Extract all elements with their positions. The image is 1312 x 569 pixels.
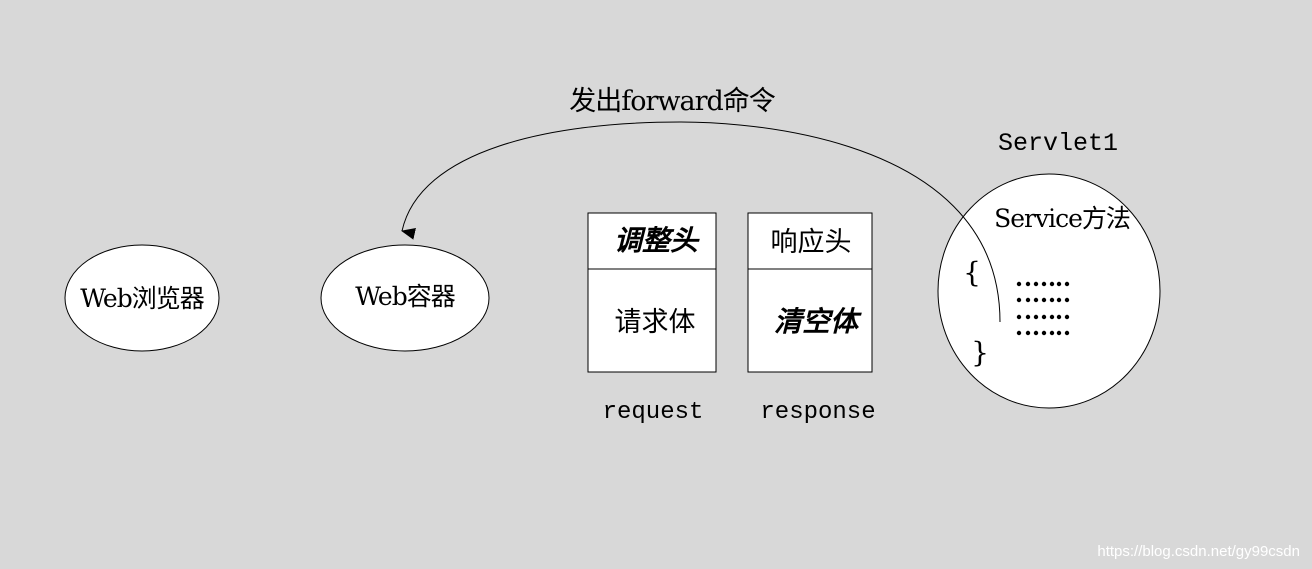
code-dot (1025, 314, 1031, 320)
code-dot (1056, 330, 1062, 336)
response-box: 响应头 清空体 (747, 212, 873, 373)
code-dot (1049, 281, 1055, 287)
close-brace: } (971, 336, 989, 369)
servlet-title: Servlet1 (998, 129, 1118, 158)
browser-node: Web浏览器 (64, 244, 220, 352)
container-label: Web容器 (355, 282, 455, 311)
code-dot (1056, 314, 1062, 320)
code-dot (1016, 314, 1022, 320)
code-dot (1049, 297, 1055, 303)
code-dot (1041, 314, 1047, 320)
response-caption: response (760, 399, 875, 426)
code-dot (1049, 330, 1055, 336)
code-dot (1025, 297, 1031, 303)
code-dot (1033, 314, 1039, 320)
code-dot (1041, 330, 1047, 336)
code-dot (1056, 281, 1062, 287)
code-dot (1033, 297, 1039, 303)
code-dot (1041, 281, 1047, 287)
code-dot (1041, 297, 1047, 303)
code-dot (1064, 330, 1070, 336)
code-dot (1064, 297, 1070, 303)
browser-label: Web浏览器 (80, 284, 204, 313)
servlet-method: Service方法 (994, 204, 1130, 233)
request-body: 请求体 (615, 307, 696, 338)
response-header: 响应头 (771, 227, 852, 258)
code-dot (1025, 281, 1031, 287)
code-dot (1033, 281, 1039, 287)
code-dot (1064, 314, 1070, 320)
open-brace: { (963, 256, 981, 289)
servlet-node: Service方法 { } (937, 173, 1161, 409)
code-dot (1016, 297, 1022, 303)
request-box: 调整头 请求体 (587, 212, 717, 373)
response-body: 清空体 (774, 305, 862, 338)
container-node: Web容器 (320, 244, 490, 352)
code-dot (1064, 281, 1070, 287)
forward-arrow (401, 121, 1001, 323)
code-dot (1033, 330, 1039, 336)
code-dot (1016, 281, 1022, 287)
code-dot (1016, 330, 1022, 336)
code-dot (1025, 330, 1031, 336)
code-dot (1049, 314, 1055, 320)
forward-arrow-label: 发出forward命令 (569, 86, 776, 117)
code-dots (1016, 281, 1070, 336)
code-dot (1056, 297, 1062, 303)
request-header: 调整头 (614, 224, 700, 257)
request-caption: request (603, 399, 704, 426)
watermark: https://blog.csdn.net/gy99csdn (1097, 543, 1300, 560)
